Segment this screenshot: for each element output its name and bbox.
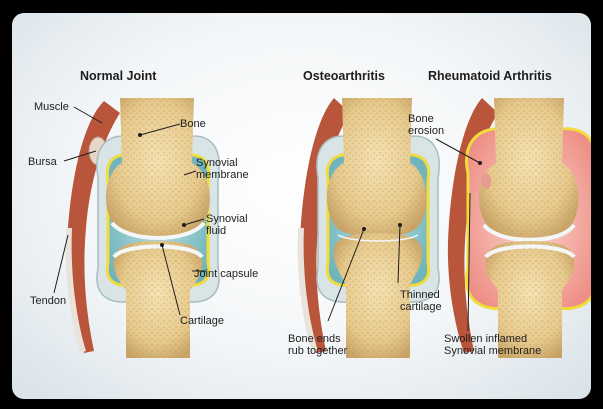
osteoarthritis-joint: [298, 98, 440, 358]
label-tendon: Tendon: [30, 295, 66, 307]
diagram-panel: Normal Joint Osteoarthritis Rheumatoid A…: [12, 13, 591, 399]
label-bursa: Bursa: [28, 156, 57, 168]
label-muscle: Muscle: [34, 101, 69, 113]
bone-erosion-shape: [481, 173, 491, 189]
label-joint-capsule: Joint capsule: [194, 268, 258, 280]
rheumatoid-arthritis-title: Rheumatoid Arthritis: [428, 69, 552, 83]
normal-joint-title: Normal Joint: [80, 69, 156, 83]
label-bone: Bone: [180, 118, 206, 130]
label-cartilage: Cartilage: [180, 315, 224, 327]
osteoarthritis-title: Osteoarthritis: [303, 69, 385, 83]
